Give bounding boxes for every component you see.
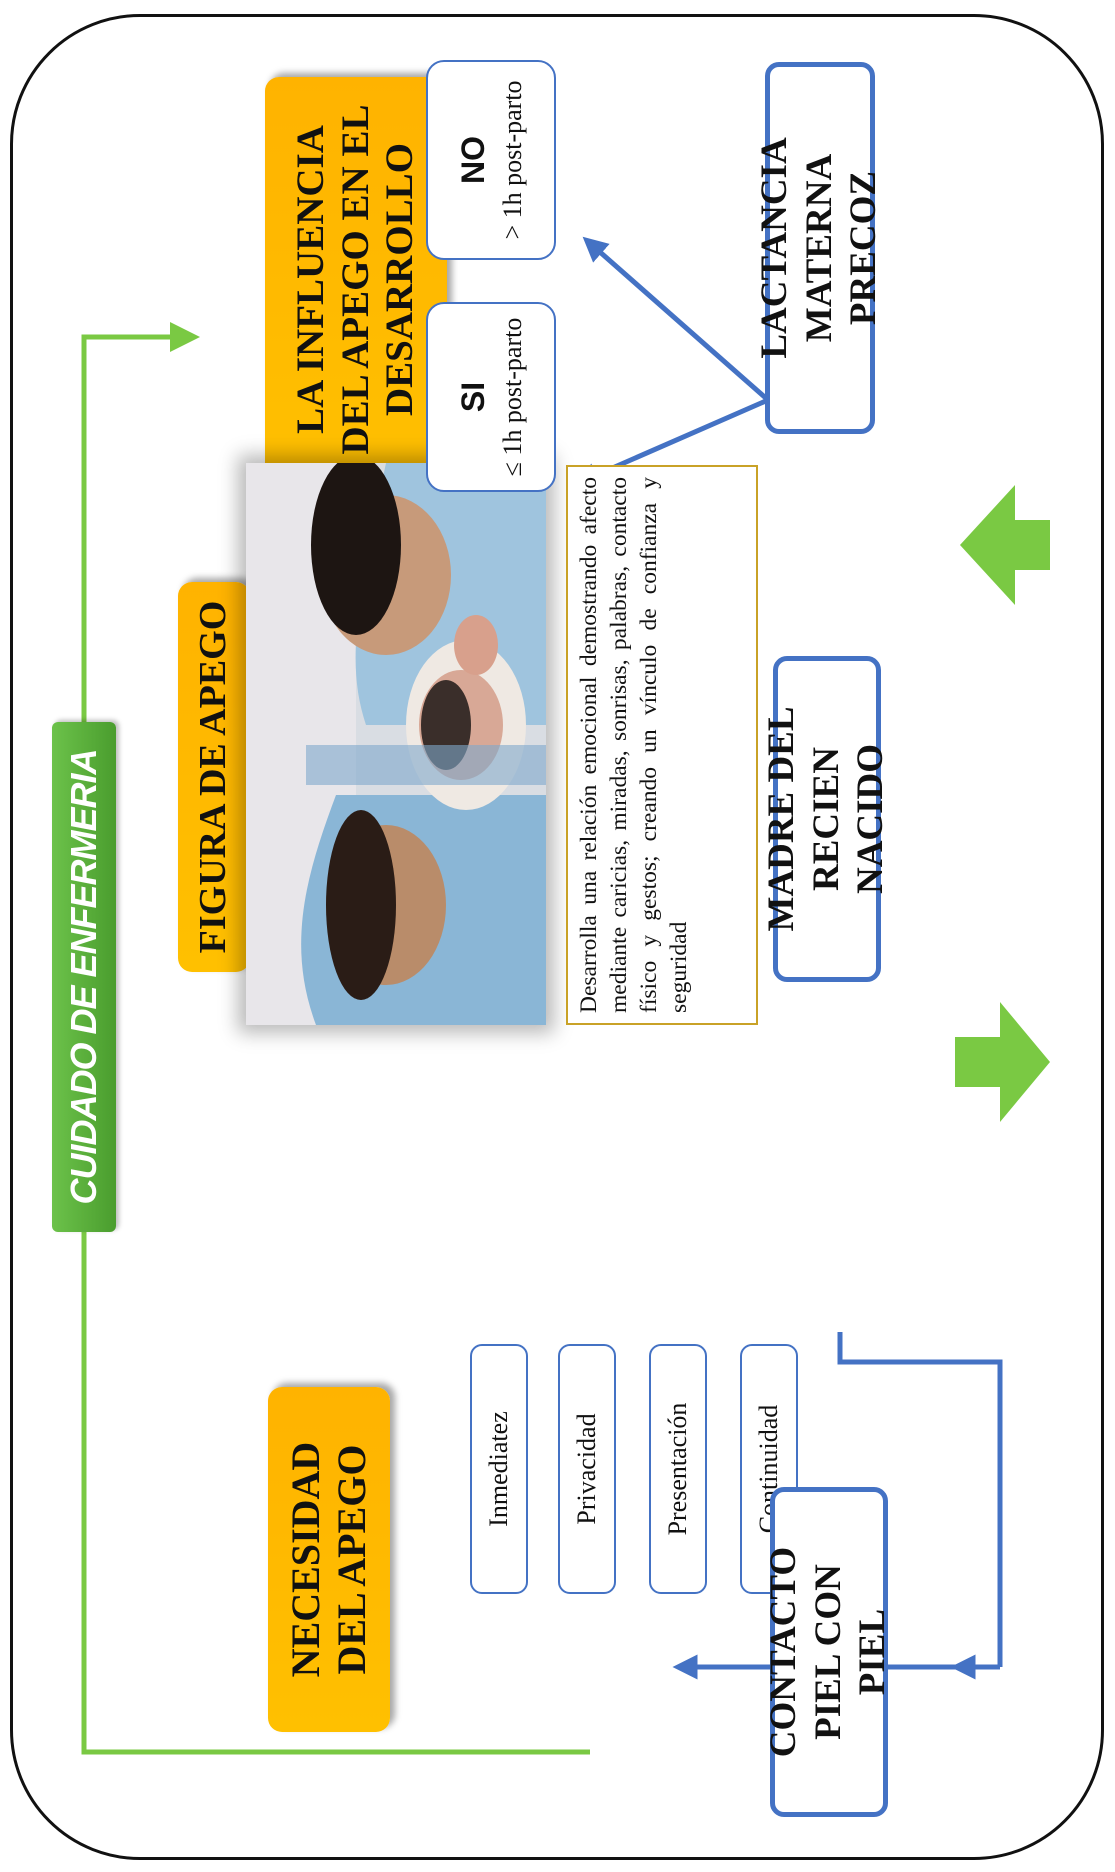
outcome-si: SI ≤ 1h post-parto: [426, 302, 556, 492]
outcome-si-label: SI: [454, 381, 491, 413]
outcome-no-label: NO: [454, 136, 491, 184]
branch-influencia-label: LA INFLUENCIA DEL APEGO EN EL DESARROLLO: [288, 104, 422, 455]
need-inmediatez: Inmediatez: [470, 1344, 528, 1594]
branch-influencia: LA INFLUENCIA DEL APEGO EN EL DESARROLLO: [265, 77, 447, 482]
box-lactancia: LACTANCIA MATERNA PRECOZ: [754, 62, 884, 434]
need-inmediatez-label: Inmediatez: [484, 1411, 513, 1527]
need-presentacion-label: Presentación: [663, 1402, 692, 1536]
outcome-si-detail: ≤ 1h post-parto: [497, 317, 527, 477]
branch-figura-label: FIGURA DE APEGO: [192, 600, 235, 954]
box-contacto-label: CONTACTO PIEL CON PIEL: [763, 1546, 894, 1758]
box-lactancia-label: LACTANCIA MATERNA PRECOZ: [754, 137, 885, 359]
green-arrow-contacto-madre: [955, 1002, 1050, 1122]
blue-bracket: [837, 1332, 1003, 1667]
box-contacto: CONTACTO PIEL CON PIEL: [763, 1487, 893, 1817]
title-cuidado: CUIDADO DE ENFERMERIA: [52, 722, 116, 1232]
outcome-no-detail: > 1h post-parto: [497, 80, 527, 240]
branch-figura: FIGURA DE APEGO: [178, 582, 250, 972]
outcome-no: NO > 1h post-parto: [426, 60, 556, 260]
need-privacidad-label: Privacidad: [572, 1413, 601, 1525]
blue-arrow-no: [582, 236, 770, 402]
box-madre: MADRE DEL RECIEN NACIDO: [761, 656, 891, 982]
description-box: Desarrolla una relación emocional demost…: [566, 465, 758, 1025]
need-presentacion: Presentación: [649, 1344, 707, 1594]
green-arrow-madre-lactancia: [960, 485, 1050, 605]
branch-necesidad: NECESIDAD DEL APEGO: [268, 1387, 390, 1732]
green-connector-left: [81, 1222, 590, 1755]
photo-parents-newborn: [246, 463, 546, 1025]
branch-necesidad-label: NECESIDAD DEL APEGO: [283, 1441, 374, 1678]
need-privacidad: Privacidad: [558, 1344, 616, 1594]
box-madre-label: MADRE DEL RECIEN NACIDO: [761, 706, 892, 932]
green-connector-right: [81, 322, 200, 722]
